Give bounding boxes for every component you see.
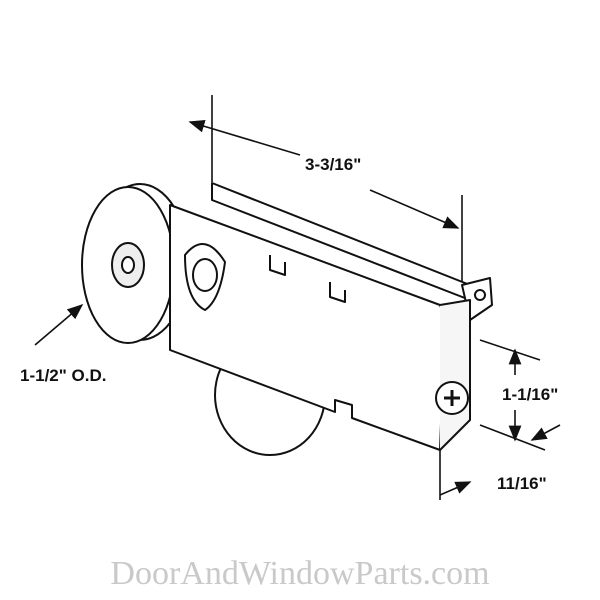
watermark: DoorAndWindowParts.com [110,555,490,592]
length-label: 3-3/16" [305,155,362,174]
width-label: 11/16" [497,474,547,493]
height-label: 1-1/16" [502,385,559,404]
wheel-diameter-label: 1-1/2" O.D. [20,366,107,385]
